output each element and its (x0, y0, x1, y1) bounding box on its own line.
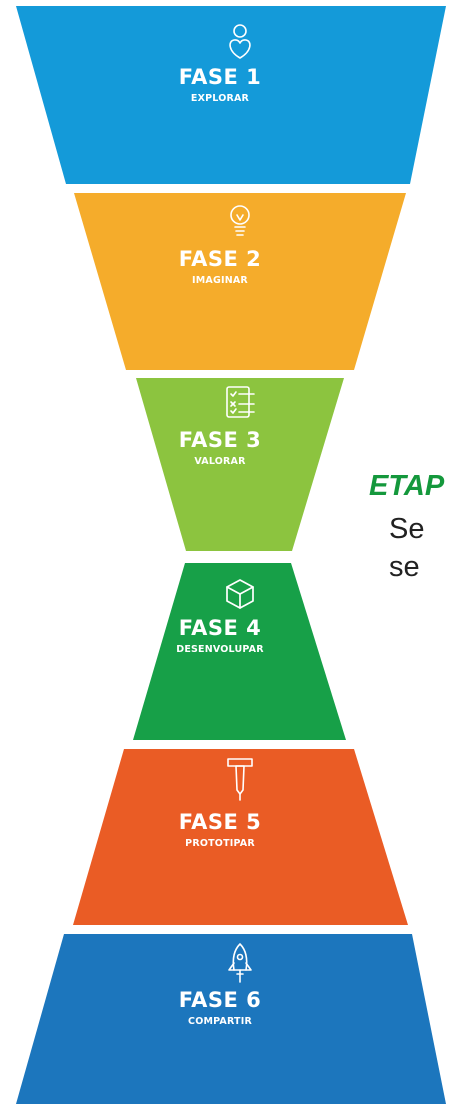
lightbulb-icon (230, 205, 250, 236)
phase-1-title: FASE 1 (178, 65, 262, 89)
phase-4-label: FASE 4 DESENVOLUPAR (60, 616, 380, 657)
phase-5-label: FASE 5 PROTOTIPAR (60, 810, 380, 851)
phase-4-title: FASE 4 (178, 616, 262, 640)
phase-6-subtitle: COMPARTIR (188, 1016, 252, 1027)
phase-6-band (16, 934, 446, 1104)
side-text-line-2: se (389, 551, 420, 583)
phase-3-label: FASE 3 VALORAR (60, 428, 380, 469)
phase-5-subtitle: PROTOTIPAR (185, 838, 255, 849)
phase-2-band (74, 193, 406, 370)
phase-5-title: FASE 5 (178, 810, 262, 834)
side-text-line-1: Se (389, 513, 425, 545)
phase-1-band (16, 6, 446, 184)
phase-3-subtitle: VALORAR (194, 456, 246, 467)
phase-4-subtitle: DESENVOLUPAR (176, 644, 264, 655)
phase-5-band (73, 749, 408, 925)
phase-3-title: FASE 3 (178, 428, 262, 452)
phase-1-label: FASE 1 EXPLORAR (60, 65, 380, 106)
checklist-icon (226, 386, 255, 418)
phase-2-title: FASE 2 (178, 247, 262, 271)
rocket-icon (228, 943, 252, 983)
person-heart-icon (229, 24, 251, 59)
phase-1-subtitle: EXPLORAR (190, 93, 250, 104)
phase-6-title: FASE 6 (178, 988, 262, 1012)
phase-2-label: FASE 2 IMAGINAR (60, 247, 380, 288)
phase-2-subtitle: IMAGINAR (192, 275, 248, 286)
phase-6-label: FASE 6 COMPARTIR (60, 988, 380, 1029)
phase-4-band (133, 563, 346, 740)
hammer-icon (227, 758, 253, 801)
side-heading: ETAP (369, 470, 445, 502)
phase-3-band (136, 378, 344, 551)
cube-icon (226, 579, 254, 609)
